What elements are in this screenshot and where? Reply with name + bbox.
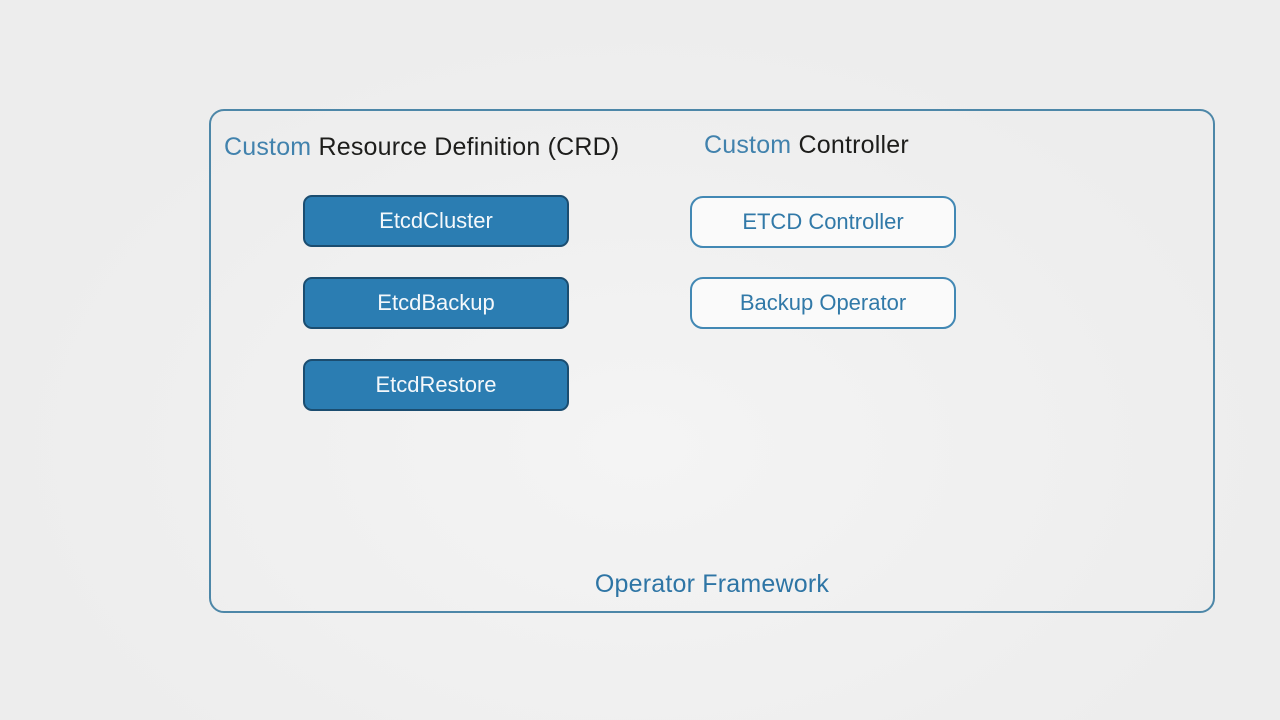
crd-box-etcdcluster: EtcdCluster [303,195,569,247]
crd-box-label: EtcdBackup [377,290,495,315]
controller-box-etcd-controller: ETCD Controller [690,196,956,248]
controller-box-label: ETCD Controller [742,209,904,234]
crd-box-etcdrestore: EtcdRestore [303,359,569,411]
controller-title-highlight: Custom [704,131,792,159]
controller-box-label: Backup Operator [739,290,907,315]
controller-box-backup-operator: Backup Operator [690,277,956,329]
operator-framework-container: Custom Resource Definition (CRD) Custom … [209,109,1215,613]
operator-framework-label: Operator Framework [594,570,830,598]
crd-box-etcdbackup: EtcdBackup [303,277,569,329]
controller-title-rest: Controller [791,131,909,159]
crd-box-label: EtcdCluster [379,208,493,233]
crd-box-label: EtcdRestore [375,372,497,397]
crd-section-title: Custom Resource Definition (CRD) [224,133,619,162]
crd-title-rest: Resource Definition (CRD) [311,133,620,161]
controller-section-title: Custom Controller [704,131,909,160]
crd-title-highlight: Custom [224,133,312,161]
